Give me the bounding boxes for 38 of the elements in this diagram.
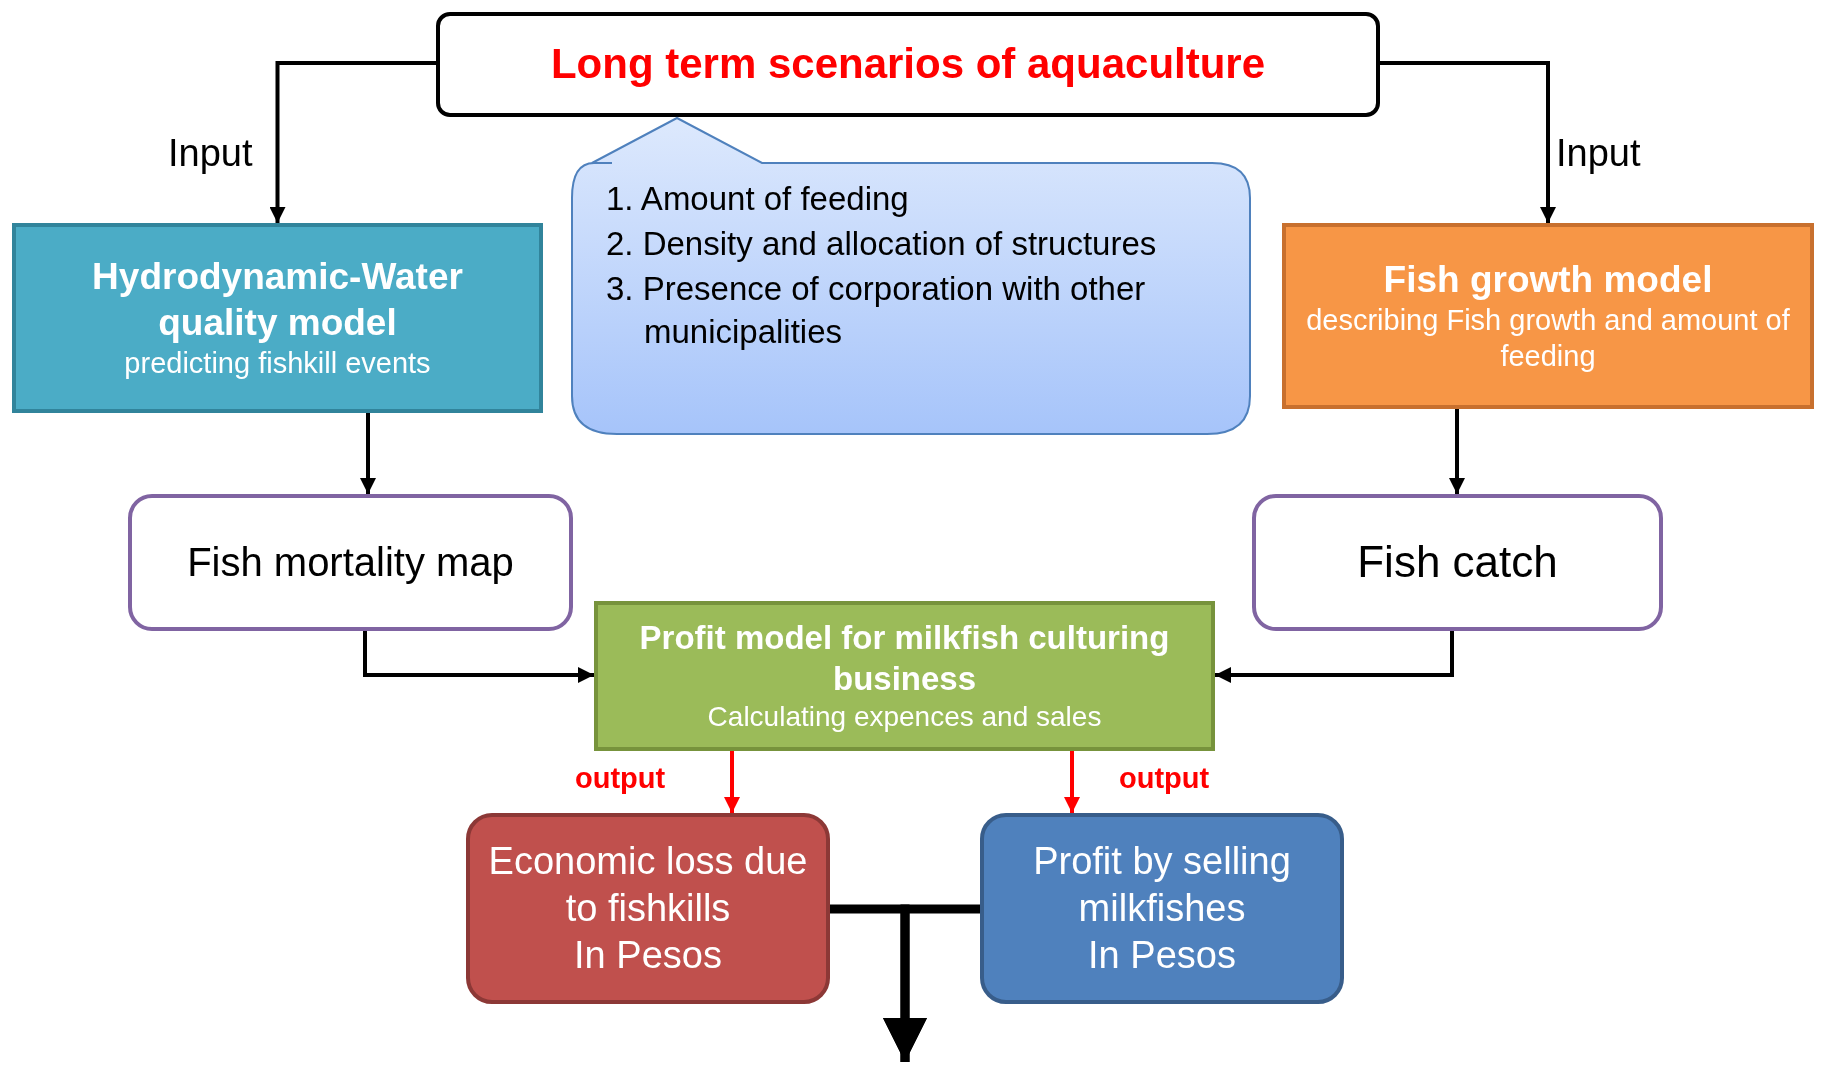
- list-item: 3. Presence of corporation with other municipalities: [606, 268, 1147, 352]
- box-subtitle: describing Fish growth and amount of feeding: [1305, 303, 1791, 374]
- arrow: [1215, 631, 1454, 683]
- box-subtitle: In Pesos: [1088, 933, 1236, 979]
- box-title: Fish mortality map: [187, 538, 514, 586]
- box-title: Economic loss due to fishkills: [487, 838, 809, 931]
- result-box: [128, 494, 573, 631]
- arrow: [363, 631, 594, 683]
- model-box: [1282, 223, 1814, 409]
- arrow: [883, 904, 980, 1062]
- arrow: [1449, 409, 1465, 494]
- callout-bubble: [572, 118, 1252, 436]
- arrow: [360, 413, 376, 494]
- arrow: [269, 61, 436, 223]
- edge-label: Input: [1556, 132, 1641, 175]
- box-subtitle: In Pesos: [574, 933, 722, 979]
- box-title: Fish catch: [1357, 536, 1558, 589]
- box-title: Profit by selling milkfishes: [1032, 838, 1292, 931]
- model-box: [12, 223, 543, 413]
- box-subtitle: predicting fishkill events: [124, 345, 431, 381]
- edge-label: output: [1119, 762, 1210, 795]
- box-title: Fish growth model: [1383, 258, 1713, 303]
- output-box: [980, 813, 1344, 1004]
- box-title: Hydrodynamic-Water quality model: [91, 255, 464, 345]
- box-title: Profit model for milkfish culturing business: [638, 617, 1171, 699]
- edge-label: Input: [168, 132, 253, 175]
- list-item: 1. Amount of feeding: [606, 179, 910, 219]
- model-box: [594, 601, 1215, 751]
- box-subtitle: Calculating expences and sales: [707, 699, 1102, 734]
- arrow: [1380, 61, 1556, 223]
- arrow: [1064, 751, 1080, 813]
- edge-label: output: [575, 762, 666, 795]
- output-box: [466, 813, 830, 1004]
- box-title: Long term scenarios of aquaculture: [550, 39, 1266, 90]
- arrow: [724, 751, 740, 813]
- list-item: 2. Density and allocation of structures: [606, 223, 1158, 264]
- title-box: [436, 12, 1380, 117]
- result-box: [1252, 494, 1663, 631]
